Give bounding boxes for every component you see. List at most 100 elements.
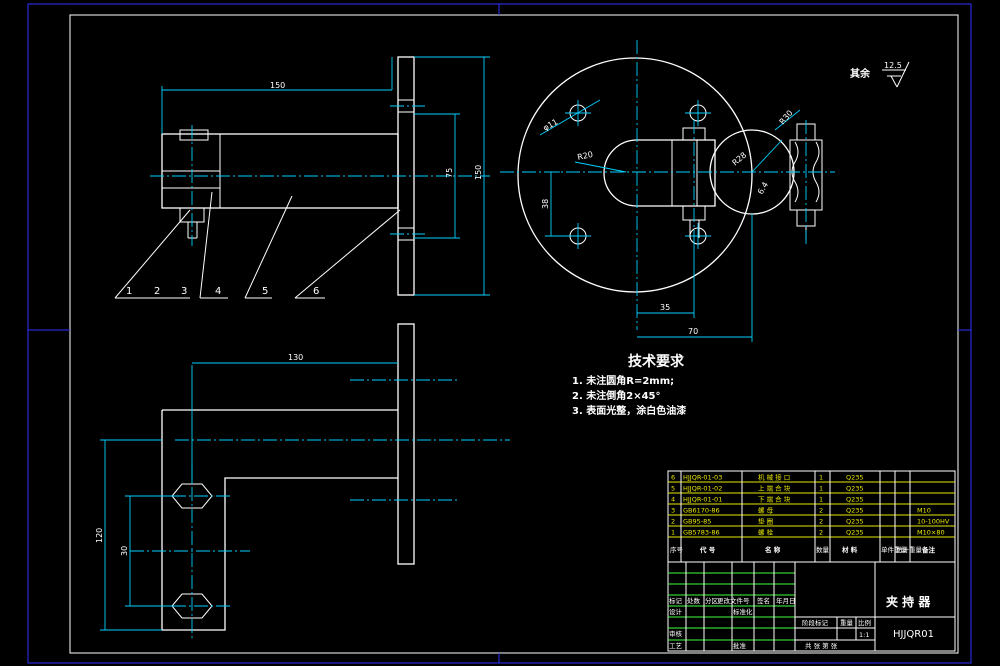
part-label-5: 5 bbox=[262, 286, 268, 297]
dim-130: 130 bbox=[288, 353, 303, 362]
tb-part-name: 夹 持 器 bbox=[886, 594, 931, 609]
outer-border bbox=[27, 3, 972, 664]
bom-cell-name: 垫 圈 bbox=[758, 517, 773, 526]
dim-r30: R30 bbox=[778, 108, 795, 126]
dim-35: 35 bbox=[660, 303, 670, 312]
bom-cell-no: 6 bbox=[671, 474, 675, 482]
bom-cell-name: 上 端 合 块 bbox=[758, 484, 791, 493]
bom-cell-no: 5 bbox=[671, 485, 675, 493]
tb-ratio: 比例 bbox=[858, 618, 871, 627]
bom-cell-qty: 2 bbox=[819, 529, 823, 537]
tb-mark: 标记 bbox=[669, 596, 683, 605]
dim-64: 6.4 bbox=[756, 180, 770, 196]
bom-cell-no: 4 bbox=[671, 496, 675, 504]
tech-req-item-3: 3. 表面光整，涂白色油漆 bbox=[572, 404, 686, 417]
tech-req-title: 技术要求 bbox=[628, 353, 685, 370]
tb-zone: 分区 bbox=[705, 596, 719, 605]
dim-120: 120 bbox=[95, 528, 104, 543]
bom-cell-qty: 2 bbox=[819, 507, 823, 515]
tb-sign: 签名 bbox=[757, 596, 770, 605]
side-flange-disc bbox=[517, 57, 753, 293]
top-view: 130 120 30 bbox=[95, 323, 510, 640]
roughness-symbol bbox=[882, 61, 910, 88]
tb-change-doc: 更改文件号 bbox=[717, 596, 750, 605]
bom-cell-qty: 2 bbox=[819, 518, 823, 526]
tb-scale: 1:1 bbox=[859, 631, 869, 639]
bom-cell-code: GB6170-86 bbox=[683, 507, 720, 515]
bom-cell-material: Q235 bbox=[846, 485, 864, 493]
dim-70: 70 bbox=[688, 327, 698, 336]
title-block: 标记 处数 分区 更改文件号 签名 年月日 设计 标准化 阶段标记 重量 比例 … bbox=[667, 561, 956, 652]
tb-approve: 批准 bbox=[733, 641, 747, 650]
roughness-value: 12.5 bbox=[884, 61, 902, 70]
part-label-6: 6 bbox=[313, 286, 319, 297]
tb-stage: 阶段标记 bbox=[802, 618, 829, 627]
part-label-4: 4 bbox=[215, 286, 221, 297]
bom-header-material: 材 料 bbox=[841, 545, 858, 554]
bom-cell-code: HJJQR-01-02 bbox=[683, 485, 722, 493]
bom-header-total-weight: 总计重量 bbox=[896, 545, 923, 554]
inner-border bbox=[69, 14, 959, 654]
bom-header-name: 名 称 bbox=[765, 545, 781, 554]
tb-weight: 重量 bbox=[840, 619, 854, 627]
front-bolt-head bbox=[179, 129, 209, 141]
bom-cell-name: 下 端 合 块 bbox=[758, 495, 791, 504]
bom-cell-note: M10×80 bbox=[917, 529, 945, 537]
bom-cell-name: 螺 母 bbox=[758, 506, 774, 515]
bom-cell-qty: 1 bbox=[819, 474, 823, 482]
bom-header-code: 代 号 bbox=[699, 545, 716, 554]
tb-drawing-no: HJJQR01 bbox=[893, 629, 934, 640]
tb-count: 处数 bbox=[687, 596, 701, 605]
part-label-1: 1 bbox=[126, 286, 132, 297]
bom-cell-material: Q235 bbox=[846, 507, 864, 515]
part-label-3: 3 bbox=[181, 286, 187, 297]
bom-cell-material: Q235 bbox=[846, 496, 864, 504]
bom-cell-material: Q235 bbox=[846, 474, 864, 482]
bom-cell-qty: 1 bbox=[819, 496, 823, 504]
dim-150-right: 150 bbox=[474, 165, 483, 180]
bom-header-note: 备注 bbox=[921, 545, 936, 554]
bom-cell-no: 2 bbox=[671, 518, 675, 526]
dim-150-top: 150 bbox=[270, 81, 285, 90]
tech-req-item-1: 1. 未注圆角R=2mm; bbox=[572, 374, 674, 387]
dim-75: 75 bbox=[445, 168, 454, 178]
side-view: 38 35 70 φ11 R20 R28 R30 6.4 bbox=[500, 40, 835, 342]
bom-cell-material: Q235 bbox=[846, 529, 864, 537]
bom-cell-code: GB95-85 bbox=[683, 518, 711, 526]
roughness-label: 其余 bbox=[850, 67, 871, 80]
bom-cell-code: HJJQR-01-03 bbox=[683, 474, 722, 482]
tb-design: 设计 bbox=[669, 607, 683, 616]
bom-cell-no: 3 bbox=[671, 507, 675, 515]
dim-phi11: φ11 bbox=[542, 117, 560, 133]
tb-date: 年月日 bbox=[776, 596, 796, 605]
bom-header-no: 序号 bbox=[670, 545, 684, 554]
bom-cell-material: Q235 bbox=[846, 518, 864, 526]
bom-cell-note: 10-100HV bbox=[917, 518, 950, 526]
tb-process: 工艺 bbox=[669, 642, 683, 650]
part-label-2: 2 bbox=[154, 286, 160, 297]
front-view: 150 75 150 1 2 3 4 5 6 bbox=[114, 56, 490, 299]
dim-38: 38 bbox=[541, 199, 550, 209]
top-flange-plate bbox=[397, 323, 415, 565]
tb-sheets: 共 张 第 张 bbox=[805, 641, 838, 650]
tech-req-item-2: 2. 未注倒角2×45° bbox=[572, 389, 661, 402]
side-jaw-body bbox=[603, 139, 716, 207]
bom-header-unit-weight: 单件重量 bbox=[881, 545, 908, 554]
top-arm-profile bbox=[161, 409, 398, 631]
tb-review: 审核 bbox=[669, 629, 683, 638]
bom-header-qty: 数量 bbox=[816, 545, 830, 554]
bom-cell-name: 螺 栓 bbox=[758, 528, 774, 537]
bom-cell-code: HJJQR-01-01 bbox=[683, 496, 722, 504]
bom-cell-note: M10 bbox=[917, 507, 931, 515]
bom-cell-name: 机 械 接 口 bbox=[758, 473, 790, 482]
dim-r28: R28 bbox=[731, 151, 749, 168]
border-ticks bbox=[28, 4, 971, 663]
bom-cell-code: GB5783-86 bbox=[683, 529, 720, 537]
part-leaders bbox=[114, 191, 401, 299]
bom-cell-qty: 1 bbox=[819, 485, 823, 493]
dim-30: 30 bbox=[120, 546, 129, 556]
tb-standard: 标准化 bbox=[733, 607, 753, 616]
dim-r20: R20 bbox=[577, 150, 594, 162]
